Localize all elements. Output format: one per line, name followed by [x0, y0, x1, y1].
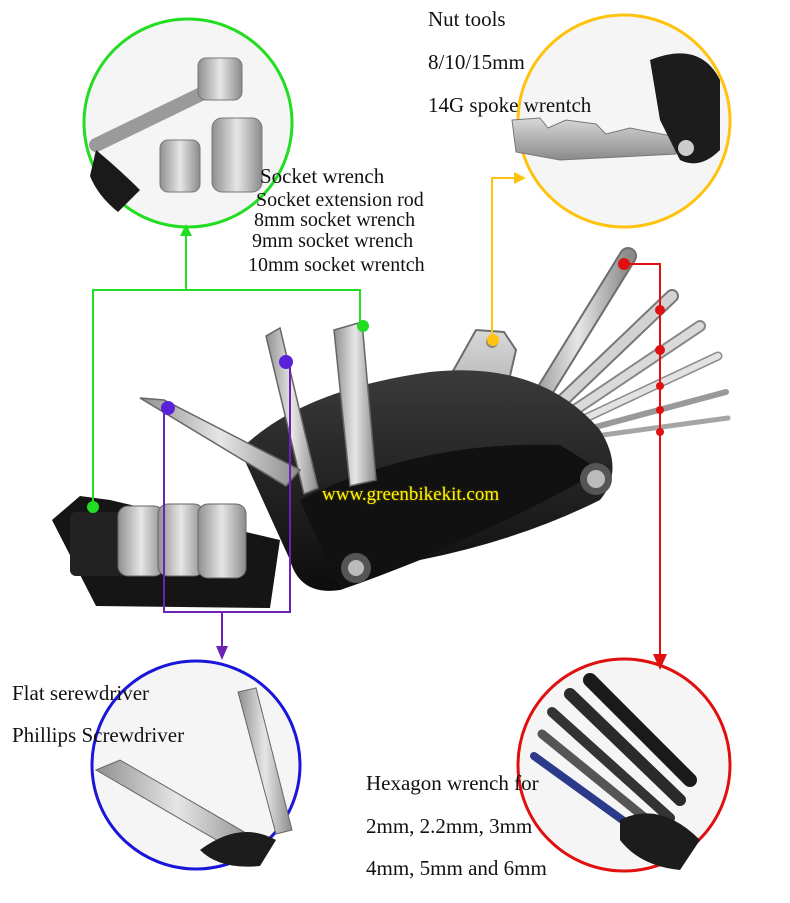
hex-sizes-label-2: 4mm, 5mm and 6mm [366, 856, 547, 880]
hex-callout [516, 258, 732, 873]
phillips-marker [279, 355, 293, 369]
hex-marker [618, 258, 630, 270]
phillips-screwdriver-label: Phillips Screwdriver [12, 723, 185, 747]
phillips-bit [265, 326, 319, 496]
socket-callout [82, 17, 369, 513]
socket-rod-label: Socket extension rod [256, 189, 424, 211]
socket-wrench-label: Socket wrench [260, 164, 385, 188]
socket-extension-rod [333, 321, 377, 487]
socket-9-label: 9mm socket wrench [252, 230, 414, 252]
socket-8-label: 8mm socket wrench [254, 209, 416, 231]
spoke-wrench-label: 14G spoke wrentch [428, 93, 592, 117]
socket-10-label: 10mm socket wrentch [248, 254, 425, 276]
flat-screwdriver-label: Flat serewdriver [12, 681, 150, 705]
hex-sizes-label-1: 2mm, 2.2mm, 3mm [366, 814, 533, 838]
nut-callout [487, 13, 732, 346]
flat-bit [139, 397, 302, 487]
nut-sizes-label: 8/10/15mm [428, 50, 525, 74]
flat-marker [161, 401, 175, 415]
socket-marker [87, 501, 99, 513]
sockets [70, 503, 247, 579]
hex-wrench-label: Hexagon wrench for [366, 771, 539, 795]
screwdriver-callout [90, 355, 302, 871]
nut-tools-label: Nut tools [428, 7, 506, 31]
nut-marker [487, 334, 499, 346]
watermark: www.greenbikekit.com [322, 484, 500, 505]
